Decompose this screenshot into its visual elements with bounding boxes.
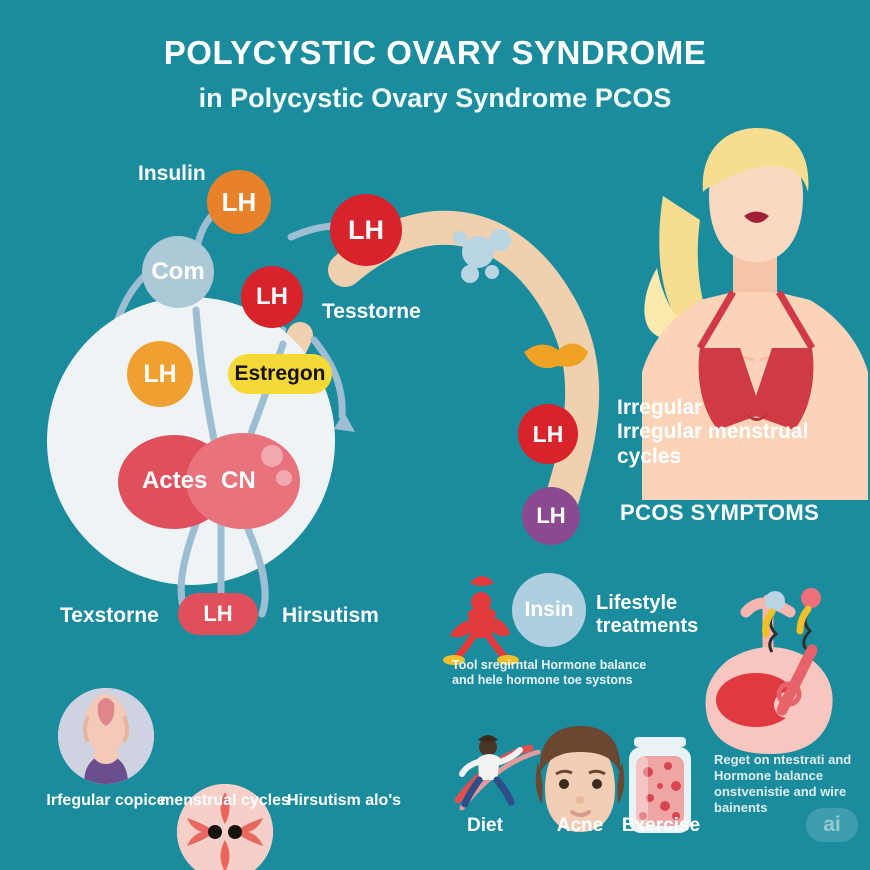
symptom-caption-menstrual-cycles: menstrual cycles (160, 792, 290, 809)
estrogen-badge[interactable]: Estregon (228, 354, 332, 394)
page-title: POLYCYSTIC OVARY SYNDROME (163, 34, 707, 71)
bubble-com-steel[interactable]: Com (142, 236, 214, 308)
symptom-caption-irregular-copice: Irfegular copice (46, 792, 166, 809)
running-person-icon (443, 576, 519, 665)
bubble-lh-red-arc[interactable]: LH (518, 404, 578, 464)
bubble-lh-purple-arc[interactable]: LH (522, 487, 580, 545)
bubble-label: Com (151, 258, 205, 285)
reproductive-body: Reget on ntestrati and Hormone balance o… (714, 752, 852, 816)
bubble-lh-pill-bottom[interactable]: LH (178, 593, 258, 635)
symptom-icon-irregular-copice[interactable] (58, 688, 154, 784)
ai-watermark: ai (806, 808, 858, 842)
bubble-label: LH (256, 283, 288, 310)
label-testosterone-top: Tesstorne (322, 300, 421, 323)
lifestyle-caption-exercise: Exercise (621, 815, 701, 836)
lifestyle-caption-acne: Acne (556, 815, 604, 836)
bubble-label: LH (536, 503, 566, 528)
bubble-label: LH (532, 420, 564, 447)
label-ovary-left: Actes (142, 467, 208, 494)
ai-watermark-label: ai (823, 813, 841, 836)
ovary-disc (47, 297, 335, 585)
bubble-lh-orange-top[interactable]: LH (207, 170, 271, 234)
bubble-label: LH (348, 214, 384, 245)
label-testosterone-bottom: Texstorne (60, 604, 159, 627)
lifestyle-heading: Lifestyle treatments (596, 592, 699, 637)
lifestyle-caption-diet: Diet (467, 815, 503, 836)
bubble-lh-red-mid[interactable]: LH (241, 266, 303, 328)
page-subtitle: in Polycystic Ovary Syndrome PCOS (198, 83, 672, 113)
lifestyle-body: Tool sregirntal Hormone balance and hele… (452, 658, 647, 688)
diet-icon (454, 735, 541, 811)
irregular-body: Irregular menstrual cycles (617, 420, 809, 468)
cervix-icon (177, 784, 273, 870)
bubble-lh-red-upper[interactable]: LH (330, 194, 402, 266)
bubble-lh-amber-left[interactable]: LH (127, 341, 193, 407)
pcos-symptoms-title: PCOS SYMPTOMS (620, 500, 820, 525)
irregular-block: Irregular Irregular menstrual cycles (617, 396, 857, 469)
thyroid-person-icon (58, 688, 154, 784)
symptom-icon-menstrual-cycles[interactable] (177, 784, 273, 870)
estrogen-badge-label: Estregon (234, 362, 326, 385)
label-insulin: Insulin (138, 162, 206, 185)
bubble-label: LH (203, 601, 233, 626)
symptom-caption-hirsutism-alos: Hirsutism alo's (286, 792, 402, 809)
irregular-heading: Irregular (617, 396, 703, 419)
label-hirsutism: Hirsutism (282, 604, 379, 627)
bubble-label: Insin (524, 598, 574, 621)
bubble-label: LH (221, 186, 257, 217)
bubble-label: LH (143, 359, 177, 388)
bubble-insulin-lifestyle[interactable]: Insin (512, 573, 586, 647)
label-ovary-right: CN (221, 467, 256, 494)
